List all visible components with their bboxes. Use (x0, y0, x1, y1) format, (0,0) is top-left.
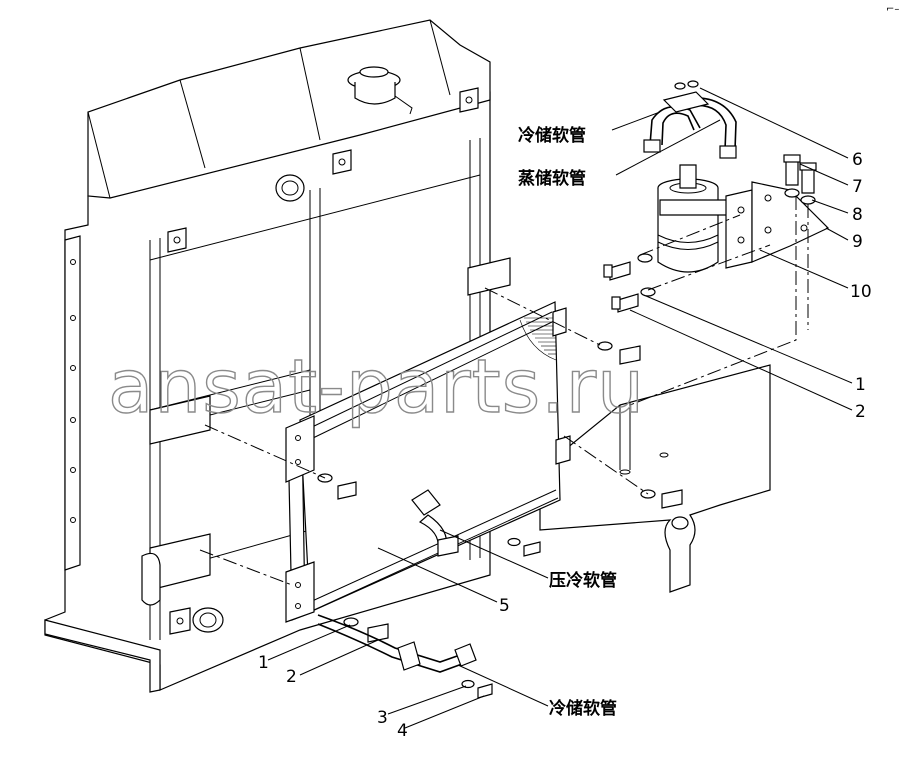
callout-2-left: 2 (286, 667, 297, 687)
label-receiver-hose-top: 冷储软管 (518, 125, 586, 146)
callout-9: 9 (852, 232, 863, 252)
alignment-lines (199, 196, 809, 586)
receiver-hose-bottom (317, 614, 477, 673)
callout-7: 7 (852, 177, 863, 197)
receiver-drier (603, 80, 830, 313)
callout-5: 5 (499, 596, 510, 616)
label-compressor-hose: 压冷软管 (549, 570, 617, 591)
fasteners (317, 341, 683, 699)
callout-10: 10 (850, 282, 872, 302)
leader-lines (267, 87, 853, 729)
label-receiver-hose-bottom: 冷储软管 (549, 698, 617, 719)
callout-1-right: 1 (855, 375, 866, 395)
watermark-text: ansat-parts.ru (108, 344, 645, 430)
mounting-plate (539, 364, 771, 593)
corner-mark: ⌐– (886, 4, 899, 15)
callout-4: 4 (397, 721, 408, 741)
condenser (285, 301, 571, 623)
label-evaporator-hose: 蒸储软管 (518, 168, 586, 189)
callout-1-left: 1 (258, 653, 269, 673)
callout-2-right: 2 (855, 402, 866, 422)
callout-6: 6 (852, 150, 863, 170)
callout-3: 3 (377, 708, 388, 728)
callout-8: 8 (852, 205, 863, 225)
